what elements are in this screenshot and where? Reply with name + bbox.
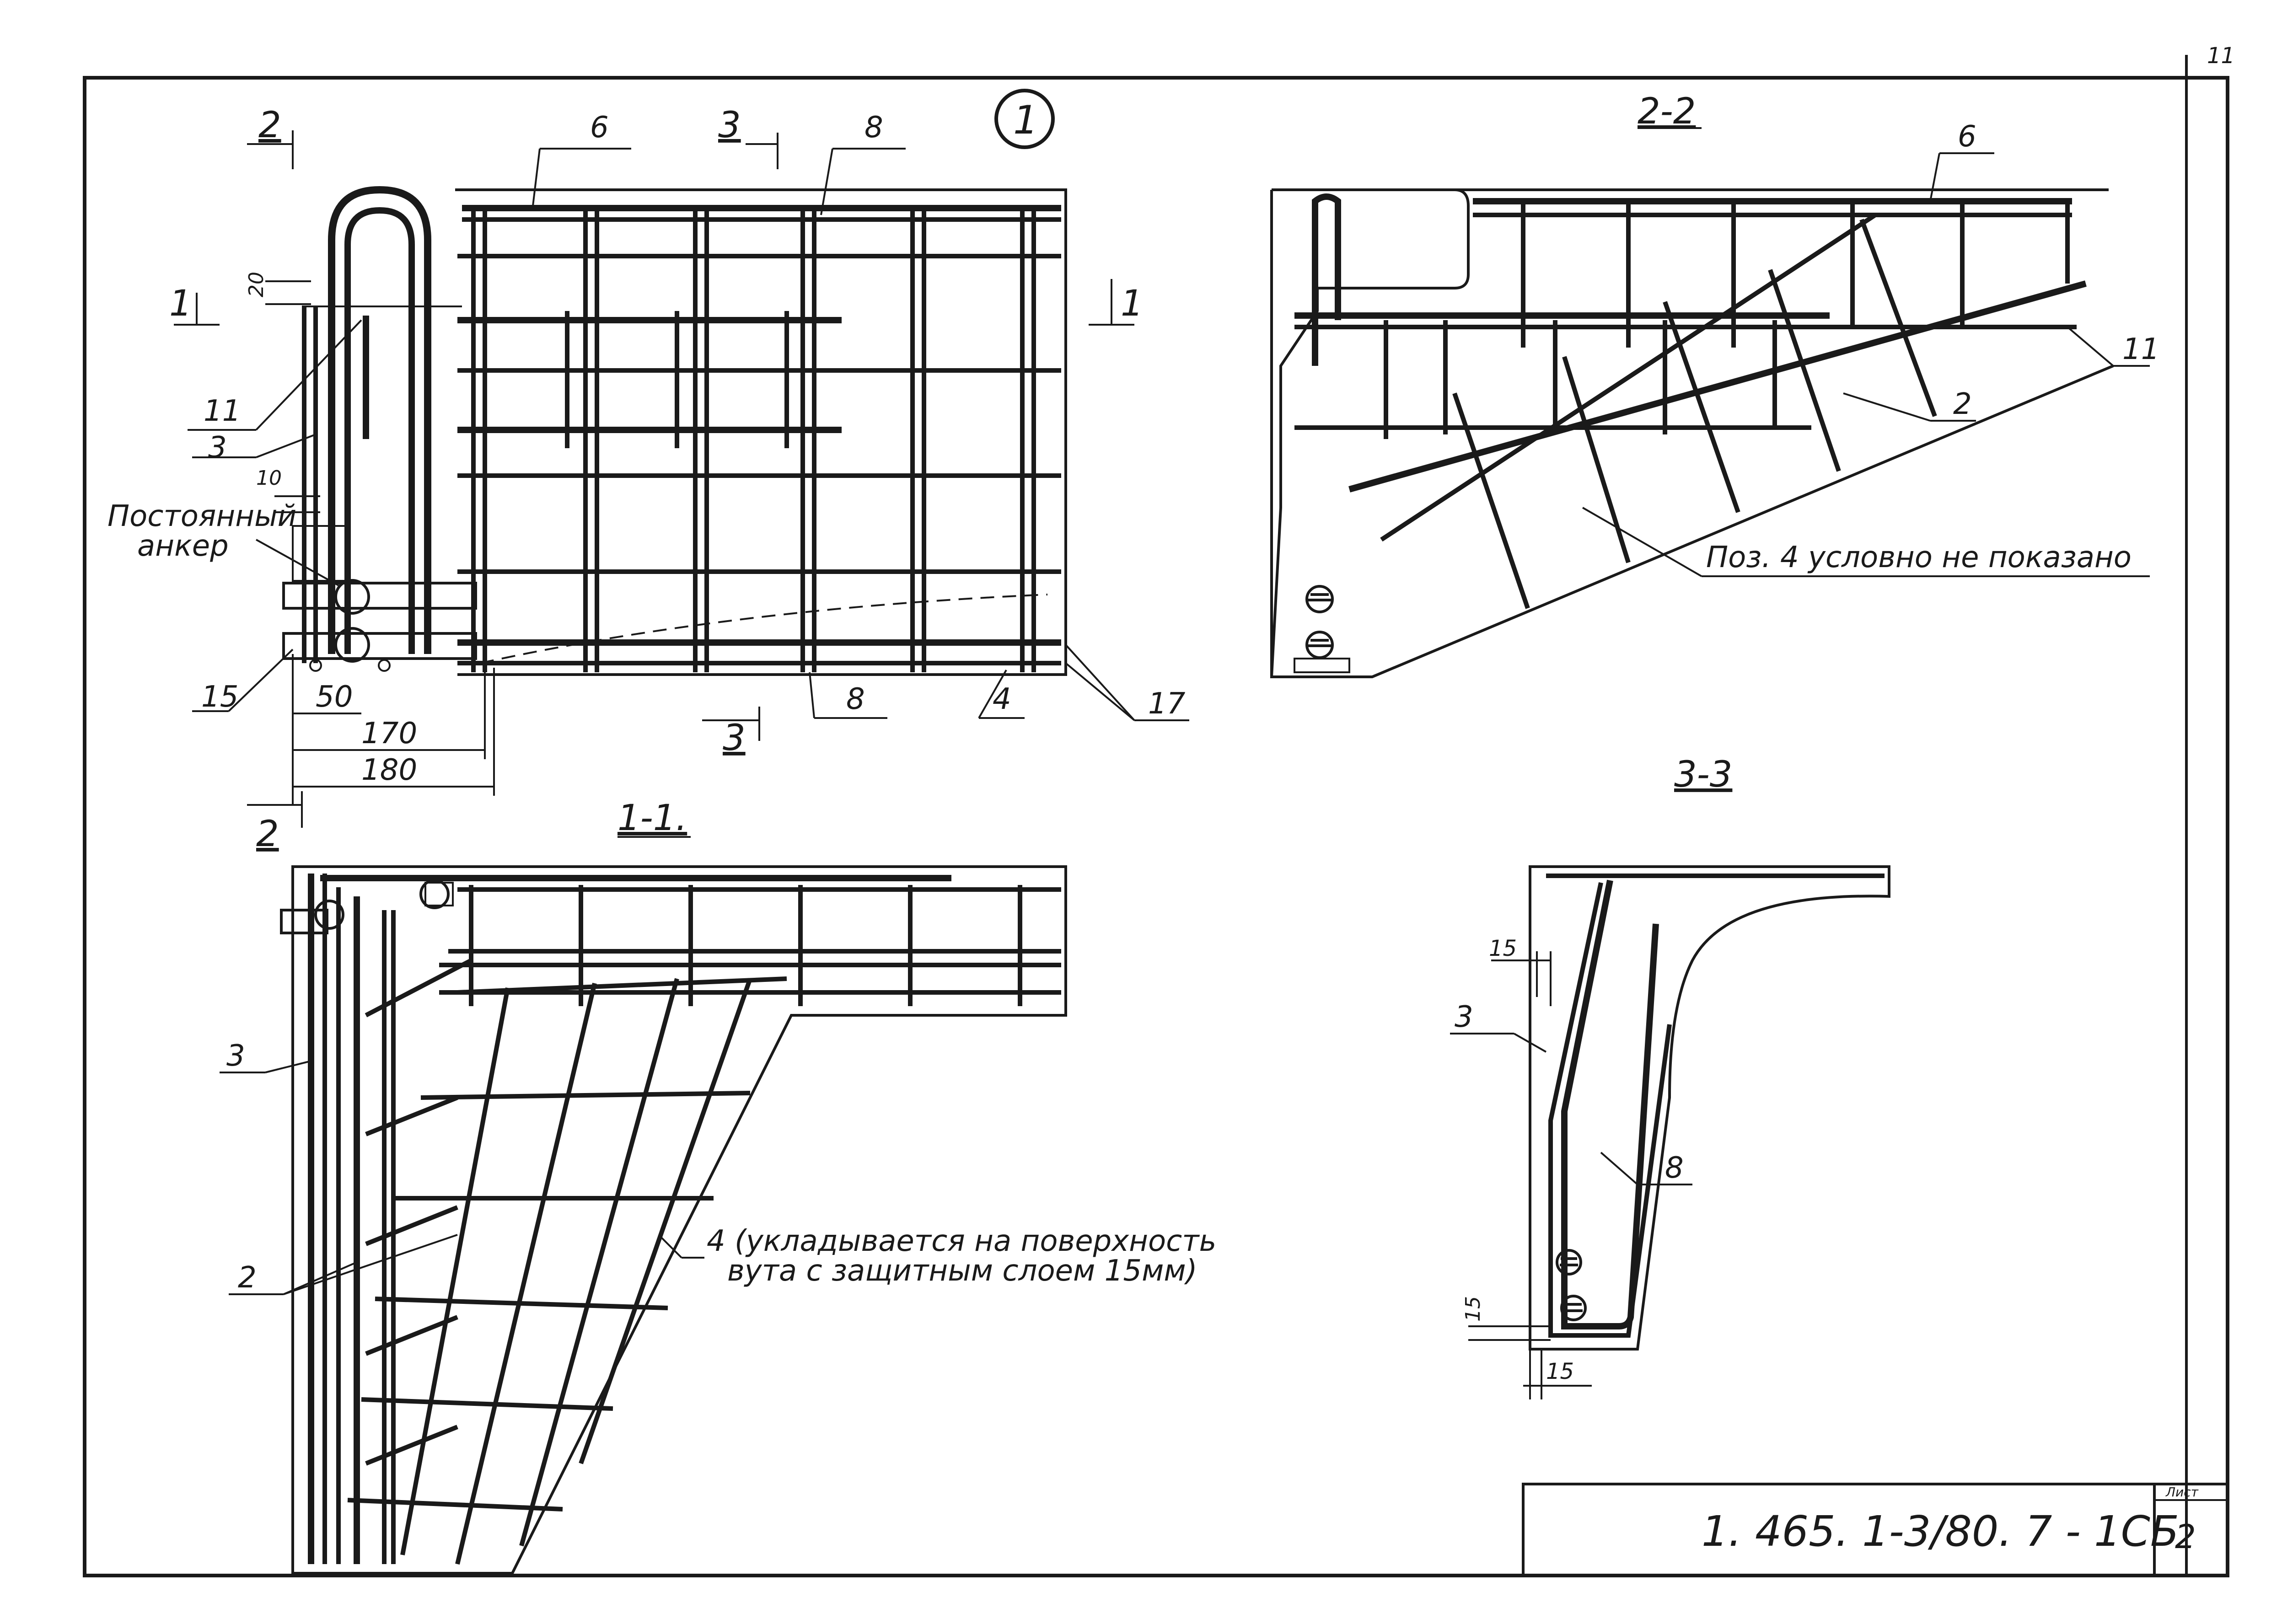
pos-3-label-plan: 3: [208, 431, 227, 465]
sheet-frame: [83, 55, 2229, 1577]
section-2-2-leaders: [1582, 127, 2150, 577]
pos-8-label-s33: 8: [1665, 1151, 1684, 1185]
pos4-placement-note-line1: 4 (укладывается на поверхность: [707, 1224, 1216, 1258]
pos-8-label-top: 8: [864, 111, 883, 145]
title-block-sheet-label: Лист: [2165, 1485, 2199, 1500]
cut-mark-1-left: 1: [169, 283, 192, 324]
pos-8-label-bottom: 8: [846, 682, 865, 716]
dim-15-side: 15: [1461, 1296, 1485, 1322]
title-block-code: 1. 465. 1-3/80. 7 - 1СБ: [1702, 1507, 2179, 1556]
section-2-2-title: 2-2: [1638, 91, 1696, 132]
plan-view: [282, 186, 1067, 676]
section-2-2-view: [1270, 188, 2114, 678]
anchor-note-line1: Постоянный: [107, 499, 296, 533]
section-1-1-title: 1-1.: [617, 798, 687, 839]
pos-11-label-s22: 11: [2122, 332, 2159, 366]
section-3-3-leaders: [1450, 951, 1692, 1399]
dim-15-bottom: 15: [1546, 1359, 1574, 1384]
cut-mark-2-bottom: 2: [256, 814, 279, 855]
pos-3-label-s11: 3: [226, 1039, 245, 1073]
node-mark-number: 1: [1013, 97, 1038, 143]
plan-dimensions: [265, 280, 495, 805]
cut-mark-1-right: 1: [1121, 283, 1144, 324]
section-3-3-title: 3-3: [1674, 754, 1732, 795]
corner-sheet-number: 11: [2207, 43, 2235, 69]
dim-20: 20: [245, 272, 268, 297]
cut-mark-3-top: 3: [718, 105, 741, 146]
pos4-not-shown-note: Поз. 4 условно не показано: [1706, 541, 2132, 574]
pos-3-label-s33: 3: [1455, 1000, 1473, 1034]
section-1-1-leaders: [220, 836, 704, 1295]
pos-6-label-s22: 6: [1958, 120, 1976, 154]
pos-11-label-plan: 11: [204, 394, 241, 428]
node-mark-circle: [994, 89, 1055, 149]
section-3-3-view: [1529, 865, 1890, 1351]
cut-mark-3-bottom: 3: [723, 718, 746, 759]
dim-15-top: 15: [1489, 936, 1517, 961]
pos-17-label: 17: [1148, 687, 1186, 721]
title-block-sheet-number: 2: [2175, 1517, 2196, 1556]
pos-2-label-s22: 2: [1953, 387, 1972, 421]
plan-leaders: [174, 130, 1189, 828]
anchor-note-line2: анкер: [137, 529, 229, 563]
title-block: [1522, 1483, 2229, 1577]
section-1-1-view: [280, 865, 1067, 1575]
dim-10: 10: [256, 466, 282, 490]
pos-6-label-plan: 6: [590, 111, 609, 145]
dim-170: 170: [361, 717, 417, 750]
pos-4-label-plan: 4: [993, 682, 1011, 716]
dim-180: 180: [361, 753, 417, 787]
cut-mark-2-top: 2: [258, 105, 281, 146]
pos-15-label: 15: [201, 680, 238, 714]
dim-50: 50: [316, 680, 353, 714]
pos4-placement-note-line2: вута с защитным слоем 15мм): [727, 1254, 1197, 1288]
pos-2-label-s11: 2: [238, 1261, 257, 1295]
